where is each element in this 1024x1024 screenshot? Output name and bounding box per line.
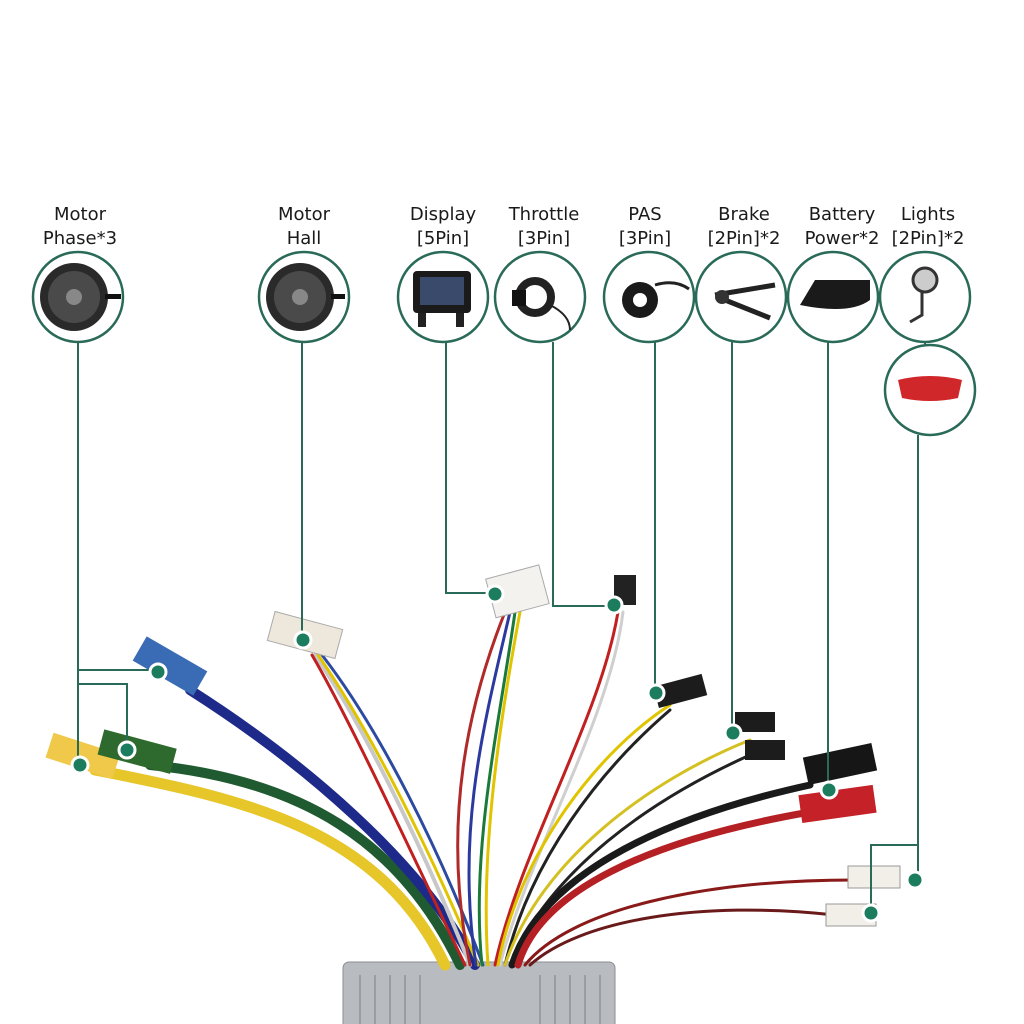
battery-icon [800,280,870,309]
connector-green [97,729,177,774]
label-brake: Brake [2Pin]*2 [684,203,804,251]
connector-battery-black [802,743,878,785]
label-line: Phase*3 [42,228,118,249]
connector-yellow [45,732,121,780]
label-line: [2Pin]*2 [707,228,781,249]
label-line: [2Pin]*2 [891,228,965,249]
leader-lines [77,342,926,913]
label-line: Throttle [508,204,580,225]
connector-brake-1 [735,712,775,732]
label-line: Brake [718,204,770,225]
label-pas: PAS [3Pin] [585,203,705,251]
label-line: Hall [286,228,322,249]
connector-battery-red [798,784,877,824]
label-lights: Lights [2Pin]*2 [868,203,988,251]
label-line: PAS [628,204,662,225]
label-line: Lights [900,204,956,225]
connectors [45,564,901,927]
label-line: Motor [53,204,106,225]
hub-motor-icon [40,263,121,331]
lcd-display-icon [413,271,471,327]
wire-yellow-phase [89,764,451,971]
thumb-throttle-icon [512,277,571,331]
label-line: [5Pin] [416,228,470,249]
label-display: Display [5Pin] [383,203,503,251]
label-line: [3Pin] [517,228,571,249]
connector-pas [653,673,708,709]
connection-dots [70,584,925,923]
label-throttle: Throttle [3Pin] [484,203,604,251]
label-line: Display [409,204,477,225]
label-line: [3Pin] [618,228,672,249]
wire-green-phase [145,760,465,970]
connector-brake-2 [745,740,785,760]
wire-blue-phase [185,685,480,970]
brake-lever-icon [714,282,776,321]
controller-box [342,961,616,1024]
label-line: Power*2 [804,228,880,249]
tail-light-icon [898,376,962,401]
label-line: Battery [808,204,876,225]
connector-blue [132,636,208,696]
label-line: Motor [277,204,330,225]
wire-hall-bundle [313,653,472,967]
headlight-icon [909,266,939,324]
wires [89,610,857,971]
connector-light-1 [847,865,901,889]
pas-sensor-icon [622,281,690,318]
hub-motor-icon [266,263,345,331]
